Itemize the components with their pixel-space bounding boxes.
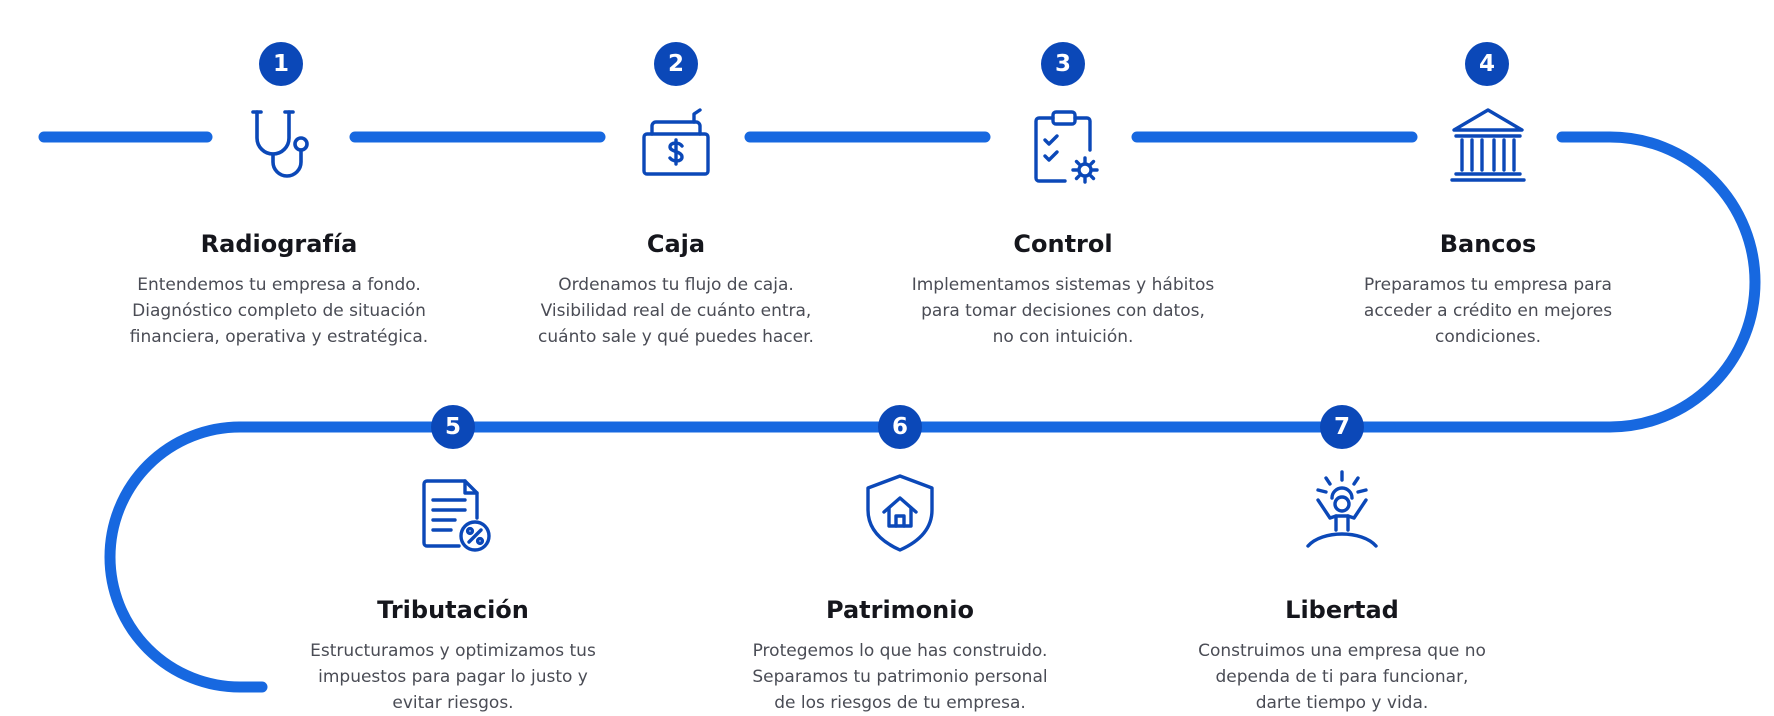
step-desc-line: Diagnóstico completo de situación — [132, 301, 426, 321]
step-title-5: Tributación — [377, 596, 529, 624]
tax-document-icon — [407, 466, 499, 558]
step-desc-line: evitar riesgos. — [392, 693, 514, 713]
step-text-1: Radiografía Entendemos tu empresa a fond… — [99, 230, 459, 350]
step-badge-2: 2 — [654, 42, 698, 86]
step-badge-3: 3 — [1041, 42, 1085, 86]
step-desc-line: impuestos para pagar lo justo y — [318, 667, 588, 687]
path-curve-left — [104, 421, 268, 693]
step-desc-line: darte tiempo y vida. — [1255, 693, 1429, 713]
step-title-1: Radiografía — [200, 230, 358, 258]
path-curve-right — [1384, 131, 1761, 433]
shield-home-icon — [854, 466, 946, 558]
step-desc-line: cuánto sale y qué puedes hacer. — [538, 327, 814, 347]
step-desc-line: Estructuramos y optimizamos tus — [310, 641, 596, 661]
step-desc-line: dependa de ti para funcionar, — [1215, 667, 1469, 687]
step-badge-4: 4 — [1465, 42, 1509, 86]
step-badge-6: 6 — [878, 405, 922, 449]
step-badge-5: 5 — [431, 405, 475, 449]
step-desc-line: condiciones. — [1434, 327, 1541, 347]
step-text-5: Tributación Estructuramos y optimizamos … — [273, 596, 633, 716]
step-desc-line: Implementamos sistemas y hábitos — [911, 275, 1215, 295]
step-title-6: Patrimonio — [826, 596, 974, 624]
step-desc-6: Protegemos lo que has construido. Separa… — [720, 638, 1080, 716]
step-desc-5: Estructuramos y optimizamos tus impuesto… — [273, 638, 633, 716]
step-text-7: Libertad Construimos una empresa que no … — [1162, 596, 1522, 716]
step-title-2: Caja — [646, 230, 706, 258]
step-desc-7: Construimos una empresa que no dependa d… — [1162, 638, 1522, 716]
step-desc-line: Protegemos lo que has construido. — [752, 641, 1048, 661]
step-desc-line: Construimos una empresa que no — [1198, 641, 1486, 661]
freedom-person-icon — [1296, 466, 1388, 558]
step-badge-1: 1 — [259, 42, 303, 86]
step-desc-line: para tomar decisiones con datos, — [921, 301, 1205, 321]
step-desc-line: financiera, operativa y estratégica. — [129, 327, 429, 347]
step-desc-line: acceder a crédito en mejores — [1363, 301, 1613, 321]
cash-register-icon — [630, 100, 722, 192]
step-desc-line: Ordenamos tu flujo de caja. — [558, 275, 794, 295]
step-title-4: Bancos — [1439, 230, 1537, 258]
bank-icon — [1442, 100, 1534, 192]
step-desc-line: no con intuición. — [992, 327, 1134, 347]
step-desc-3: Implementamos sistemas y hábitos para to… — [883, 272, 1243, 350]
stethoscope-icon — [235, 100, 327, 192]
step-desc-line: Preparamos tu empresa para — [1364, 275, 1612, 295]
step-text-4: Bancos Preparamos tu empresa para accede… — [1308, 230, 1668, 350]
step-desc-2: Ordenamos tu flujo de caja. Visibilidad … — [496, 272, 856, 350]
step-text-3: Control Implementamos sistemas y hábitos… — [883, 230, 1243, 350]
step-badge-7: 7 — [1320, 405, 1364, 449]
step-desc-line: Entendemos tu empresa a fondo. — [137, 275, 421, 295]
step-title-7: Libertad — [1285, 596, 1399, 624]
step-desc-line: Separamos tu patrimonio personal — [752, 667, 1048, 687]
step-title-3: Control — [1013, 230, 1113, 258]
step-desc-line: de los riesgos de tu empresa. — [774, 693, 1026, 713]
step-desc-line: Visibilidad real de cuánto entra, — [540, 301, 812, 321]
step-text-2: Caja Ordenamos tu flujo de caja. Visibil… — [496, 230, 856, 350]
step-desc-4: Preparamos tu empresa para acceder a cré… — [1308, 272, 1668, 350]
clipboard-gear-icon — [1017, 100, 1109, 192]
step-desc-1: Entendemos tu empresa a fondo. Diagnósti… — [99, 272, 459, 350]
step-text-6: Patrimonio Protegemos lo que has constru… — [720, 596, 1080, 716]
